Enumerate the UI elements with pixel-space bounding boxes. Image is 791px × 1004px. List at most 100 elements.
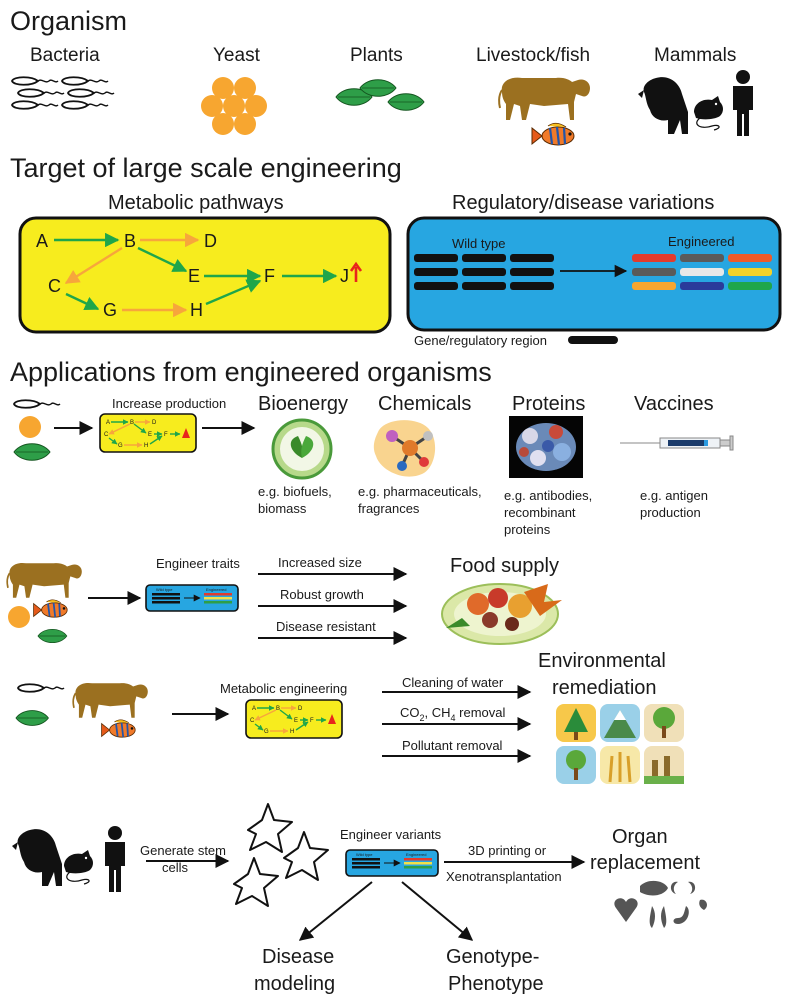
increase-production-label: Increase production [112, 396, 226, 411]
row4-mouse-icon [63, 849, 94, 885]
node-c: C [48, 276, 61, 296]
bioenergy-icon [271, 418, 333, 480]
disease-modeling-line2: modeling [254, 973, 335, 995]
fish-icon [530, 122, 576, 147]
leaves-icon [335, 79, 425, 111]
generate-stem-line1: Generate stem [140, 843, 226, 858]
increase-arrow-icon [349, 261, 363, 282]
protein-structure-icon [509, 416, 583, 478]
row2-yeast-icon [8, 606, 30, 628]
row2-fish-icon [32, 598, 69, 619]
generate-stem-line2: cells [162, 860, 189, 875]
vaccines-title: Vaccines [634, 393, 714, 415]
wild-type-label: Wild type [452, 236, 505, 251]
syringe-icon [620, 435, 734, 451]
section-target-title: Target of large scale engineering [10, 153, 402, 183]
food-supply-title: Food supply [450, 555, 559, 577]
stem-cells-icon [233, 803, 329, 907]
proteins-eg-line2: recombinant [504, 505, 576, 520]
row1-organisms [13, 399, 61, 461]
node-a: A [36, 231, 48, 251]
row2-cow-icon [6, 562, 83, 599]
genotype-phenotype-line1: Genotype- [446, 946, 539, 968]
row3-fish-icon [100, 718, 137, 739]
mouse-icon [693, 95, 724, 131]
row3-bacterium-icon [17, 683, 65, 693]
row3-leaf-icon [15, 710, 49, 726]
engineer-traits-label: Engineer traits [156, 556, 240, 571]
node-h: H [190, 300, 203, 320]
mini-pathway-panel-2 [246, 700, 342, 738]
co2-ch4-removal-label: CO2, CH4 removal [400, 705, 505, 723]
node-j: J [340, 266, 349, 286]
label-yeast: Yeast [213, 45, 261, 66]
cleaning-water-label: Cleaning of water [402, 675, 504, 690]
gene-legend-bar [568, 336, 618, 344]
mini-regulatory-panel-1 [146, 585, 238, 611]
robust-growth-label: Robust growth [280, 587, 364, 602]
metabolic-engineering-label: Metabolic engineering [220, 681, 347, 696]
chemicals-title: Chemicals [378, 393, 471, 415]
row3-cow-icon [72, 682, 149, 719]
mini-pathway-panel-1 [100, 414, 196, 452]
node-g: G [103, 300, 117, 320]
arrow-genotype-phenotype [401, 881, 474, 941]
gene-legend-label: Gene/regulatory region [414, 333, 547, 348]
row4-large-mammal-icon [12, 829, 62, 886]
node-b: B [124, 231, 136, 251]
wild-type-genes [414, 254, 554, 290]
row4-human-icon [105, 826, 125, 892]
increased-size-label: Increased size [278, 555, 362, 570]
bioenergy-eg-line1: e.g. biofuels, [258, 484, 332, 499]
arrow-disease-modeling [298, 881, 373, 941]
mini-regulatory-panel-2 [346, 850, 438, 876]
pathway-arrows [54, 232, 338, 318]
node-f: F [264, 266, 275, 286]
bioenergy-eg-line2: biomass [258, 501, 307, 516]
organ-title-line1: Organ [612, 826, 668, 848]
regulatory-panel [406, 216, 782, 332]
regulatory-title: Regulatory/disease variations [452, 192, 714, 214]
food-plate-icon [441, 583, 562, 645]
proteins-title: Proteins [512, 393, 585, 415]
section-applications-title: Applications from engineered organisms [10, 357, 492, 387]
row2-leaf-icon [37, 629, 68, 643]
chemicals-eg-line1: e.g. pharmaceuticals, [358, 484, 482, 499]
human-icon [733, 70, 753, 136]
disease-modeling-line1: Disease [262, 946, 334, 968]
molecule-icon [373, 420, 436, 477]
printing-line1: 3D printing or [468, 843, 547, 858]
large-mammal-icon [638, 77, 688, 134]
label-plants: Plants [350, 45, 403, 66]
environmental-title-line1: Environmental [538, 650, 666, 672]
pollutant-removal-label: Pollutant removal [402, 738, 503, 753]
engineered-label: Engineered [668, 234, 735, 249]
disease-resistant-label: Disease resistant [276, 619, 376, 634]
organ-title-line2: replacement [590, 852, 701, 874]
section-organism-title: Organism [10, 6, 127, 36]
label-bacteria: Bacteria [30, 45, 100, 66]
engineered-genes [632, 254, 772, 290]
metabolic-pathways-title: Metabolic pathways [108, 192, 284, 214]
yeast-cell-icon [19, 416, 41, 438]
environmental-title-line2: remediation [552, 677, 657, 699]
vaccines-eg-line2: production [640, 505, 701, 520]
proteins-eg-line1: e.g. antibodies, [504, 488, 592, 503]
bacteria-icon [11, 76, 115, 110]
cow-icon [498, 76, 591, 121]
printing-line2: Xenotransplantation [446, 869, 562, 884]
proteins-eg-line3: proteins [504, 522, 551, 537]
label-livestock-fish: Livestock/fish [476, 45, 590, 66]
genotype-phenotype-line2: Phenotype [448, 973, 544, 995]
yeast-icon [201, 77, 267, 135]
environment-tiles-icon [556, 704, 684, 784]
vaccines-eg-line1: e.g. antigen [640, 488, 708, 503]
pathway-nodes: A B D C E F J G H [36, 231, 349, 320]
bioenergy-title: Bioenergy [258, 393, 348, 415]
label-mammals: Mammals [654, 45, 736, 66]
organs-icon [614, 880, 707, 928]
engineer-variants-label: Engineer variants [340, 827, 442, 842]
node-e: E [188, 266, 200, 286]
node-d: D [204, 231, 217, 251]
chemicals-eg-line2: fragrances [358, 501, 420, 516]
